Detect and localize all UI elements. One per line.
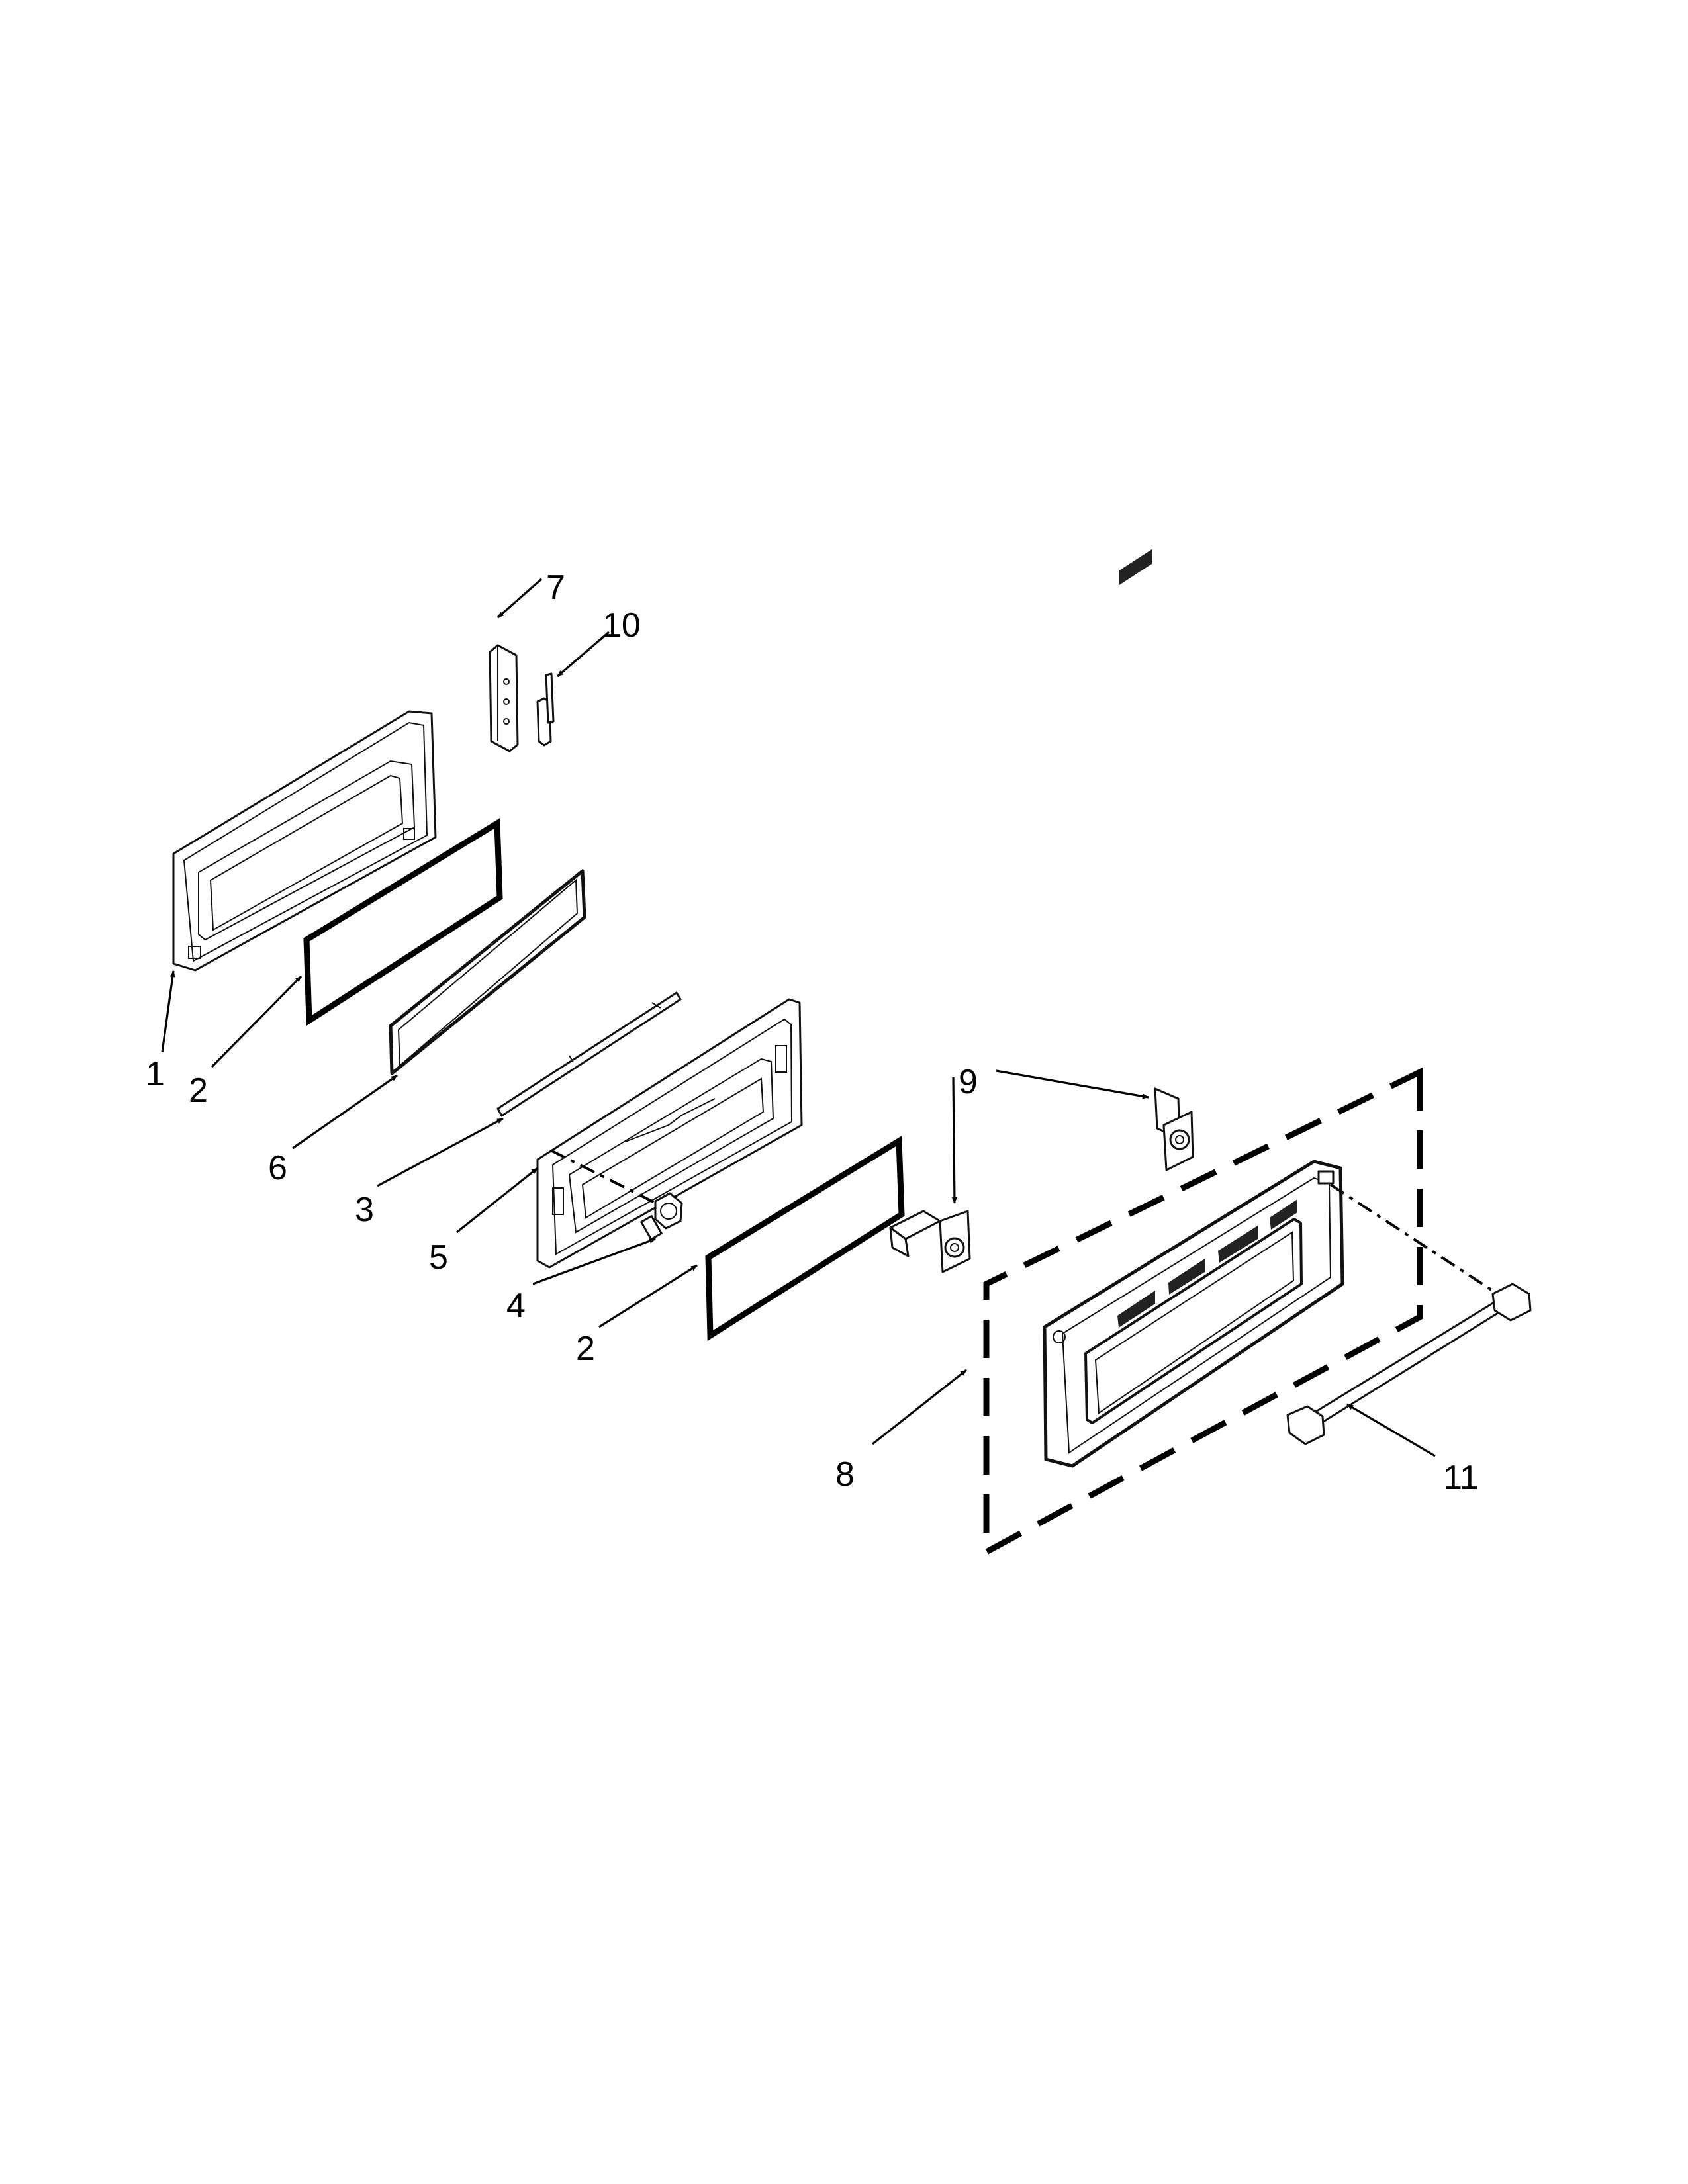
part-6-gasket-frame bbox=[389, 869, 586, 1075]
callout-5: 5 bbox=[429, 1238, 448, 1277]
leader-3 bbox=[377, 1117, 504, 1187]
assembly-line-part-11 bbox=[1329, 1183, 1504, 1298]
leader-11 bbox=[1346, 1403, 1436, 1457]
part-9-bracket-lower bbox=[889, 1210, 971, 1273]
callout-3: 3 bbox=[355, 1191, 374, 1229]
callout-1: 1 bbox=[146, 1055, 165, 1093]
leader-2-upper bbox=[211, 975, 303, 1068]
leader-1 bbox=[161, 970, 175, 1053]
callout-2-upper: 2 bbox=[189, 1071, 208, 1110]
part-2-upper-glass bbox=[303, 818, 503, 1026]
part-1-inner-door-liner bbox=[172, 710, 437, 972]
callout-7: 7 bbox=[546, 569, 565, 607]
leader-5 bbox=[456, 1167, 538, 1234]
leader-4 bbox=[532, 1238, 656, 1285]
vent-slot bbox=[1117, 1291, 1155, 1328]
vent-slot bbox=[1218, 1226, 1258, 1263]
callout-9: 9 bbox=[959, 1063, 978, 1101]
vent-slot bbox=[1168, 1259, 1205, 1295]
callout-8: 8 bbox=[835, 1455, 855, 1494]
part-10-hinge bbox=[536, 672, 555, 747]
part-2-lower-glass bbox=[705, 1136, 905, 1342]
leader-9-lower bbox=[951, 1077, 957, 1204]
callout-10: 10 bbox=[602, 606, 641, 645]
callout-11: 11 bbox=[1443, 1459, 1479, 1497]
leader-10 bbox=[556, 631, 610, 678]
part-5-door-frame bbox=[536, 998, 803, 1269]
callout-2-lower: 2 bbox=[576, 1330, 595, 1368]
callout-labels: 1 2 6 3 5 4 2 7 10 9 8 11 bbox=[146, 569, 1479, 1497]
assembly-line-part-4 bbox=[550, 1149, 666, 1209]
part-4-screw bbox=[640, 1192, 683, 1240]
part-3-trim-strip bbox=[496, 991, 682, 1117]
part-11-handle bbox=[1286, 1283, 1532, 1445]
callout-4: 4 bbox=[506, 1287, 526, 1325]
part-8-assembly-boundary bbox=[983, 1067, 1423, 1557]
vent-slot bbox=[1119, 549, 1152, 586]
part-9-bracket-upper bbox=[1154, 1087, 1194, 1171]
callout-6: 6 bbox=[268, 1149, 287, 1187]
vent-slot bbox=[1270, 1199, 1297, 1230]
leader-6 bbox=[292, 1074, 398, 1150]
leader-8 bbox=[872, 1369, 967, 1445]
part-8-outer-door-panel bbox=[1043, 549, 1344, 1468]
leader-lines bbox=[161, 578, 1436, 1457]
part-7-hinge-bracket bbox=[489, 644, 519, 752]
leader-7 bbox=[496, 578, 543, 619]
leader-9-upper bbox=[996, 1069, 1149, 1099]
leader-2-lower bbox=[598, 1264, 698, 1328]
